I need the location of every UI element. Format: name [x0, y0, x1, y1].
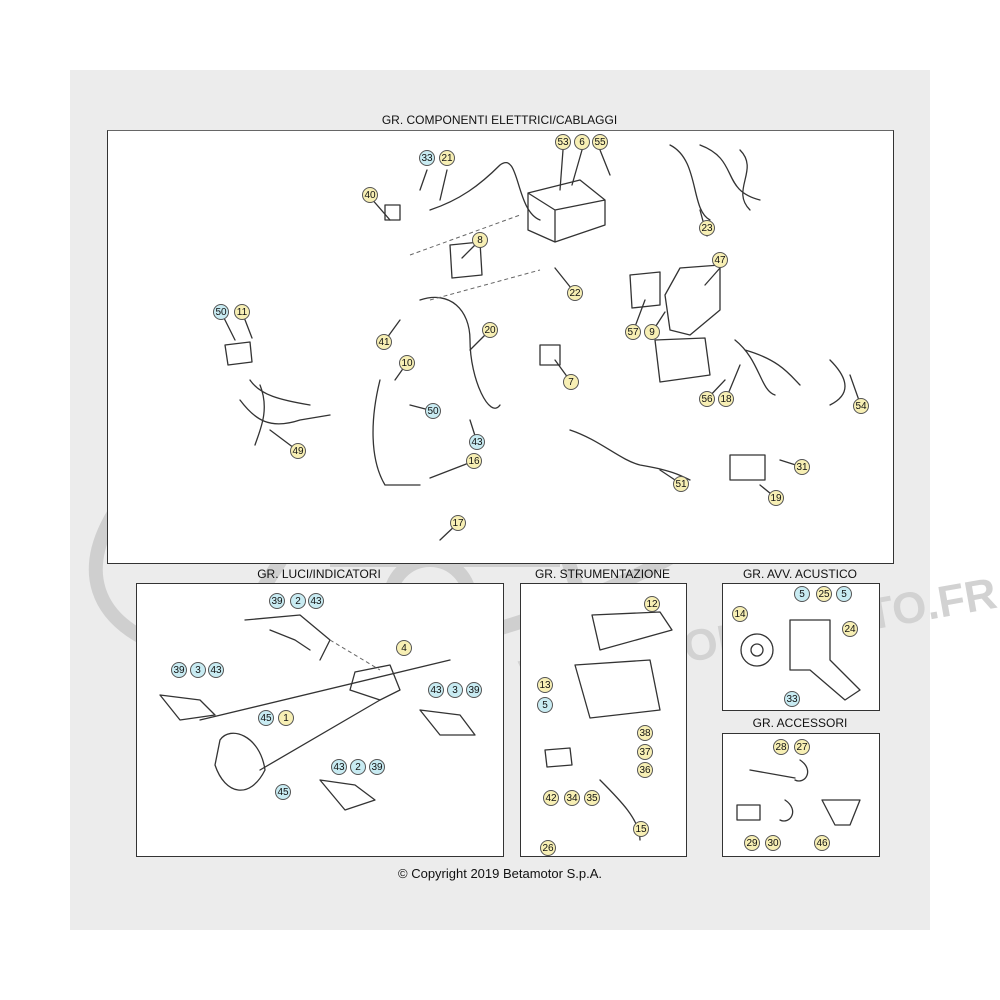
part-label: 56	[699, 391, 715, 407]
part-label: 25	[816, 586, 832, 602]
part-label: 9	[644, 324, 660, 340]
part-label: 51	[673, 476, 689, 492]
part-label: 50	[425, 403, 441, 419]
panel-lights	[136, 583, 504, 857]
part-label: 5	[537, 697, 553, 713]
part-label: 18	[718, 391, 734, 407]
part-label: 16	[466, 453, 482, 469]
part-label: 29	[744, 835, 760, 851]
part-label: 14	[732, 606, 748, 622]
part-label: 43	[208, 662, 224, 678]
part-label: 45	[275, 784, 291, 800]
part-label: 40	[362, 187, 378, 203]
part-label: 57	[625, 324, 641, 340]
title-horn: GR. AVV. ACUSTICO	[742, 567, 858, 581]
panel-electrical-components	[107, 130, 894, 564]
part-label: 8	[472, 232, 488, 248]
part-label: 43	[428, 682, 444, 698]
part-label: 27	[794, 739, 810, 755]
part-label: 35	[584, 790, 600, 806]
part-label: 7	[563, 374, 579, 390]
copyright-notice: © Copyright 2019 Betamotor S.p.A.	[398, 866, 602, 881]
part-label: 42	[543, 790, 559, 806]
part-label: 31	[794, 459, 810, 475]
part-label: 43	[331, 759, 347, 775]
part-label: 39	[269, 593, 285, 609]
part-label: 2	[350, 759, 366, 775]
part-label: 15	[633, 821, 649, 837]
part-label: 33	[784, 691, 800, 707]
part-label: 30	[765, 835, 781, 851]
part-label: 43	[469, 434, 485, 450]
part-label: 43	[308, 593, 324, 609]
part-label: 10	[399, 355, 415, 371]
part-label: 45	[258, 710, 274, 726]
part-label: 11	[234, 304, 250, 320]
panel-instruments	[520, 583, 687, 857]
part-label: 13	[537, 677, 553, 693]
part-label: 33	[419, 150, 435, 166]
part-label: 28	[773, 739, 789, 755]
part-label: 2	[290, 593, 306, 609]
part-label: 37	[637, 744, 653, 760]
part-label: 21	[439, 150, 455, 166]
part-label: 26	[540, 840, 556, 856]
part-label: 19	[768, 490, 784, 506]
part-label: 22	[567, 285, 583, 301]
title-instruments: GR. STRUMENTAZIONE	[534, 567, 671, 581]
part-label: 55	[592, 134, 608, 150]
part-label: 46	[814, 835, 830, 851]
part-label: 50	[213, 304, 229, 320]
panel-horn	[722, 583, 880, 711]
part-label: 3	[190, 662, 206, 678]
part-label: 24	[842, 621, 858, 637]
part-label: 5	[794, 586, 810, 602]
part-label: 39	[369, 759, 385, 775]
part-label: 17	[450, 515, 466, 531]
part-label: 20	[482, 322, 498, 338]
title-lights: GR. LUCI/INDICATORI	[257, 567, 381, 581]
part-label: 6	[574, 134, 590, 150]
part-label: 5	[836, 586, 852, 602]
part-label: 41	[376, 334, 392, 350]
part-label: 47	[712, 252, 728, 268]
part-label: 3	[447, 682, 463, 698]
part-label: 36	[637, 762, 653, 778]
title-electrical-components: GR. COMPONENTI ELETTRICI/CABLAGGI	[381, 113, 618, 127]
part-label: 38	[637, 725, 653, 741]
part-label: 53	[555, 134, 571, 150]
part-label: 12	[644, 596, 660, 612]
part-label: 34	[564, 790, 580, 806]
part-label: 23	[699, 220, 715, 236]
title-accessories: GR. ACCESSORI	[752, 716, 848, 730]
part-label: 1	[278, 710, 294, 726]
part-label: 54	[853, 398, 869, 414]
part-label: 49	[290, 443, 306, 459]
part-label: 4	[396, 640, 412, 656]
part-label: 39	[171, 662, 187, 678]
part-label: 39	[466, 682, 482, 698]
